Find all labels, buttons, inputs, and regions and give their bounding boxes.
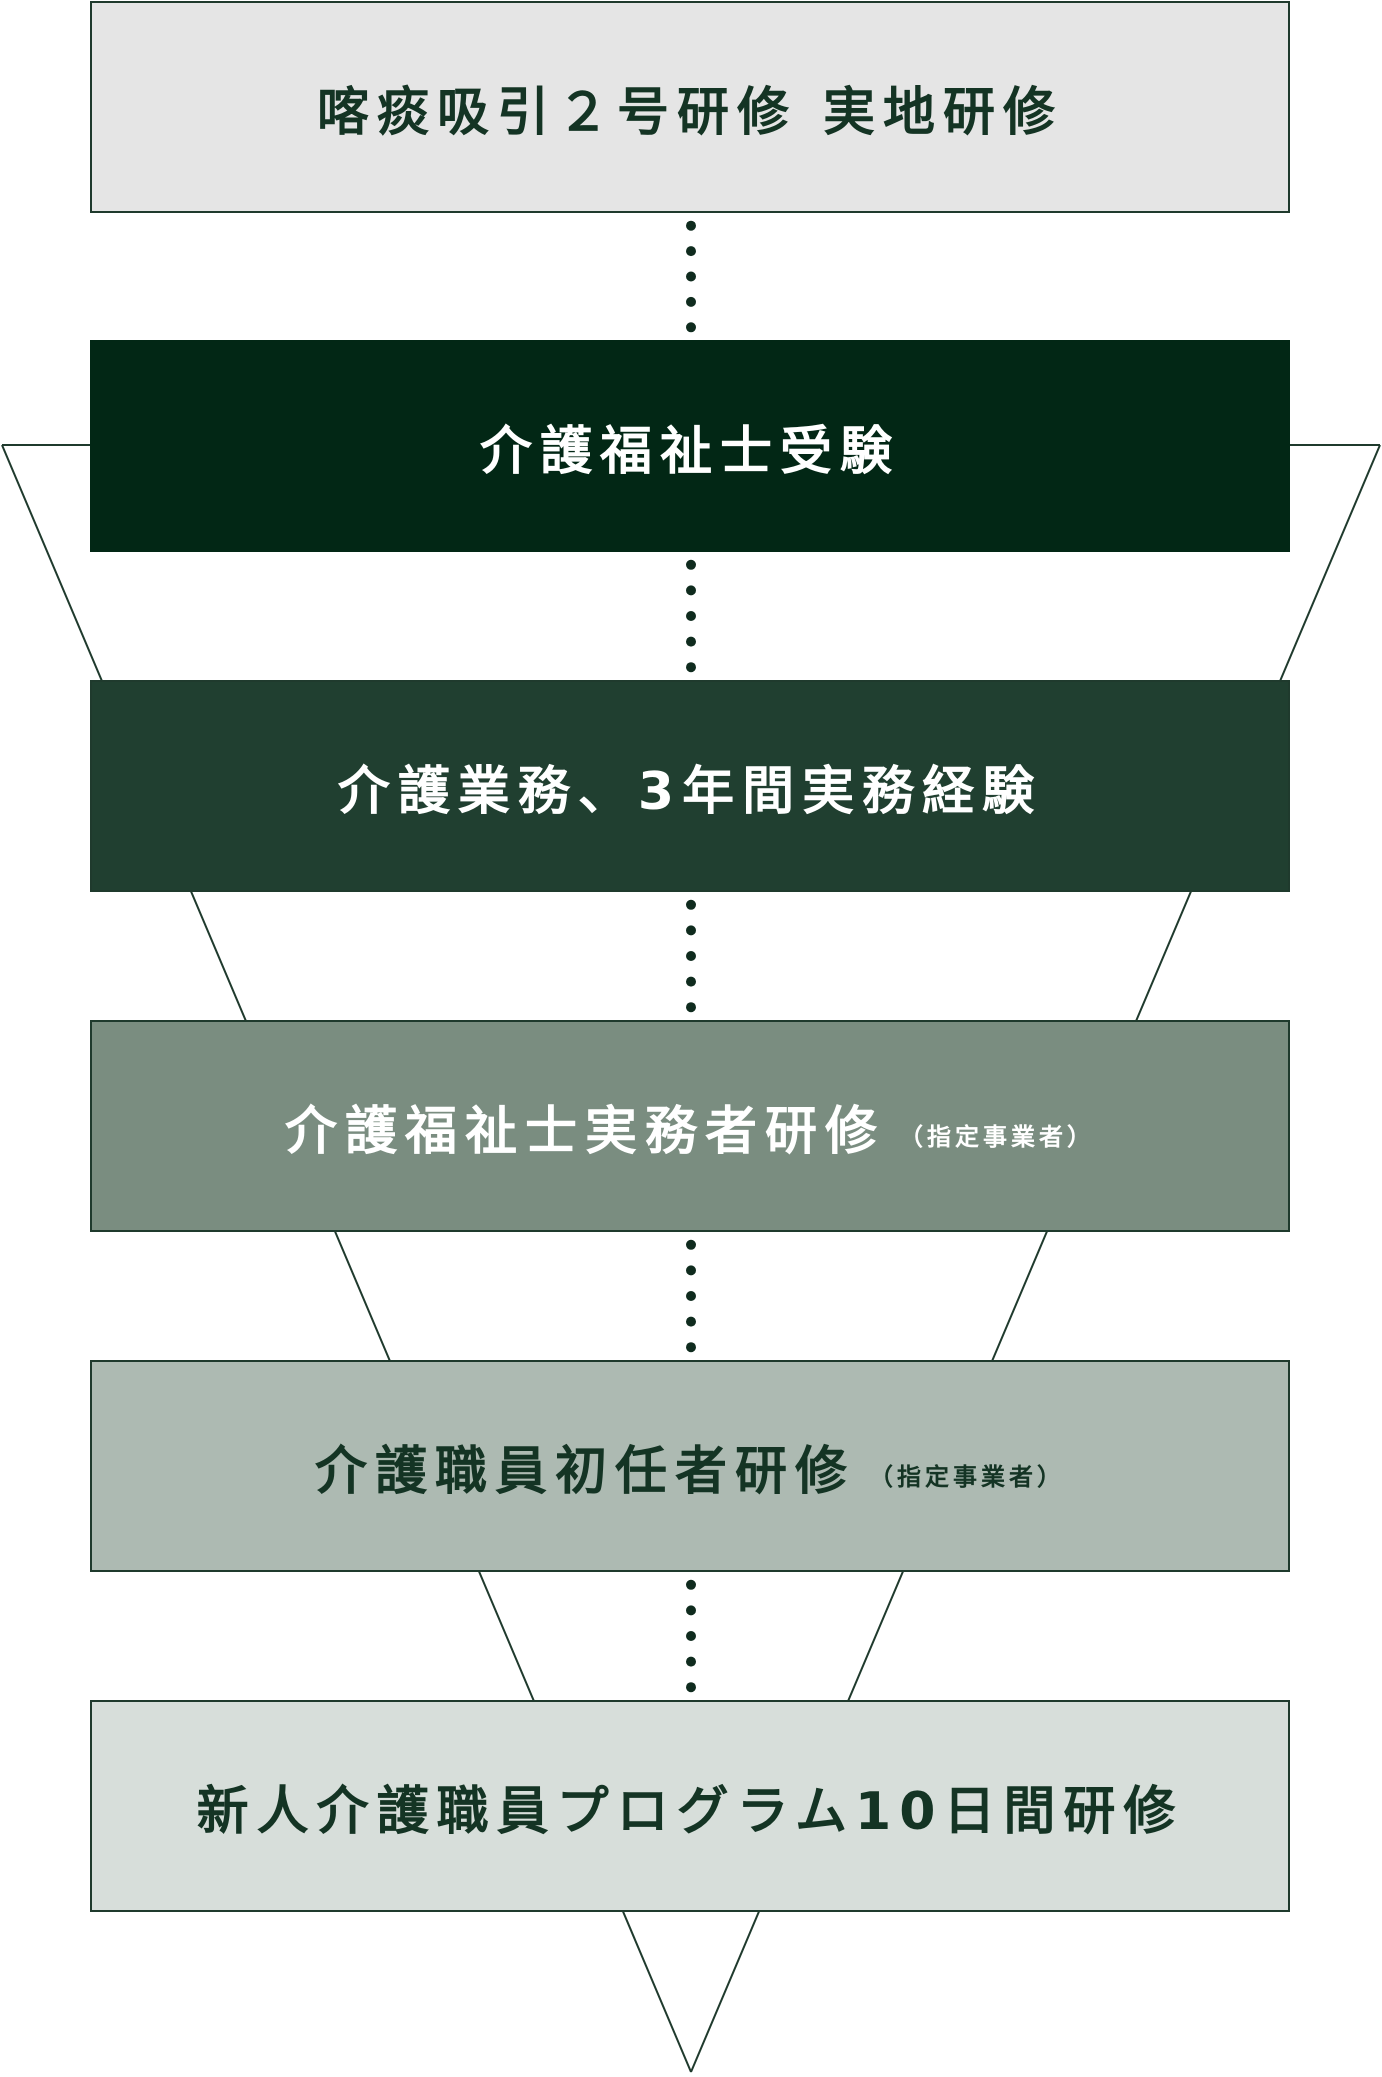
step-label: 介護福祉士実務者研修 <box>284 1101 885 1162</box>
connector-dot <box>686 976 696 987</box>
step-initial-training: 介護職員初任者研修 （指定事業者） <box>90 1360 1290 1572</box>
connector-dot <box>686 1605 696 1616</box>
connector-dot <box>686 1265 696 1276</box>
connector-dot <box>686 636 696 647</box>
connector-dot <box>686 296 696 307</box>
step-label: 介護業務、3年間実務経験 <box>337 761 1043 822</box>
connector-dot <box>686 559 696 570</box>
step-note: （指定事業者） <box>869 1462 1065 1491</box>
step-label: 喀痰吸引２号研修 実地研修 <box>316 82 1064 143</box>
connector-dot <box>686 271 696 282</box>
step-label: 新人介護職員プログラム10日間研修 <box>196 1781 1184 1842</box>
step-label: 介護福祉士受験 <box>479 421 900 482</box>
step-phlegm-suction-training: 喀痰吸引２号研修 実地研修 <box>90 1 1290 213</box>
connector-dot <box>686 585 696 596</box>
connector-dot <box>686 1291 696 1301</box>
connector-dot <box>686 662 696 673</box>
connector-dot <box>686 1579 696 1590</box>
connector-dot <box>686 1656 696 1667</box>
connector-dot <box>686 1002 696 1013</box>
connector-dot <box>686 1631 696 1641</box>
step-practitioner-training: 介護福祉士実務者研修 （指定事業者） <box>90 1020 1290 1232</box>
connector-dot <box>686 611 696 621</box>
connector-dot <box>686 220 696 231</box>
connector-dot <box>686 899 696 910</box>
step-care-worker-exam: 介護福祉士受験 <box>90 340 1290 552</box>
connector-dot <box>686 925 696 936</box>
step-label: 介護職員初任者研修 <box>314 1441 855 1502</box>
connector-dot <box>686 1682 696 1693</box>
connector-dot <box>686 1342 696 1353</box>
connector-dot <box>686 246 696 257</box>
connector-dot <box>686 1239 696 1250</box>
step-work-experience: 介護業務、3年間実務経験 <box>90 680 1290 892</box>
connector-dot <box>686 322 696 333</box>
connector-dot <box>686 1316 696 1327</box>
step-new-staff-program: 新人介護職員プログラム10日間研修 <box>90 1700 1290 1912</box>
connector-dot <box>686 951 696 961</box>
step-note: （指定事業者） <box>899 1122 1095 1151</box>
